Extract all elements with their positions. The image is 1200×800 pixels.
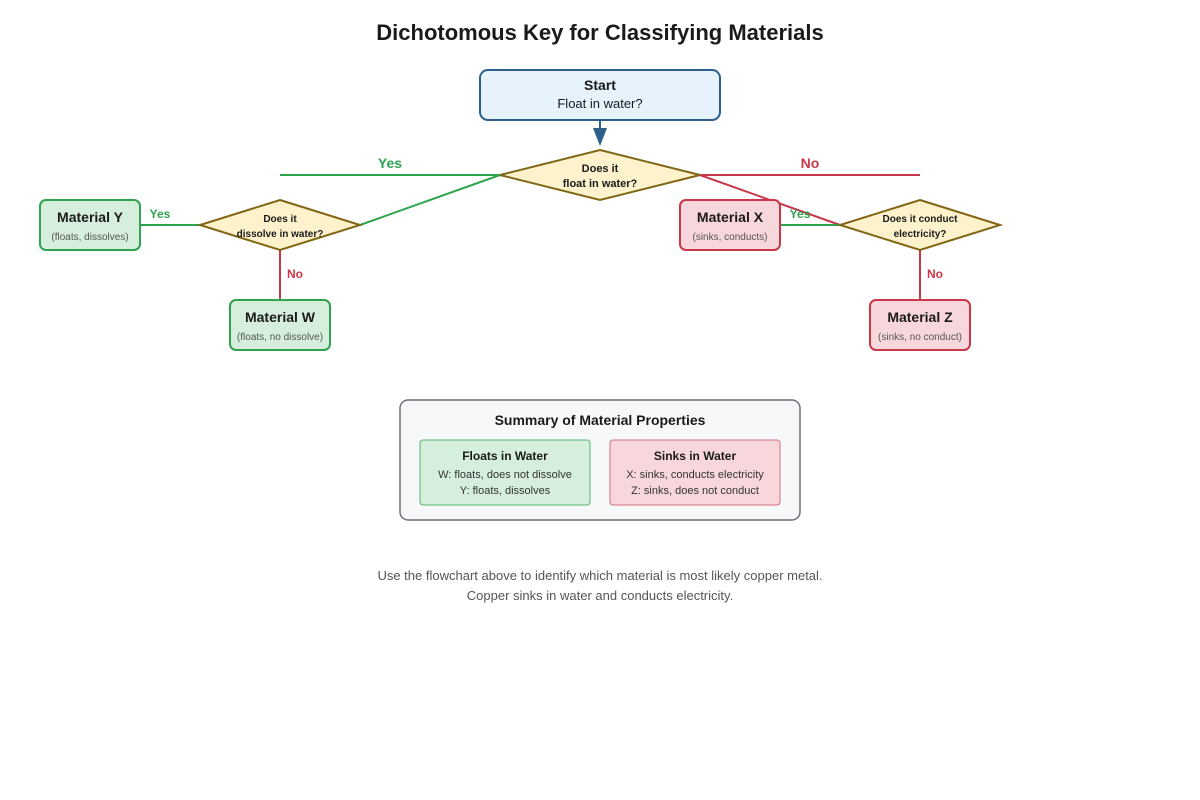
summary-floats-card: Floats in Water W: floats, does not diss… [419, 439, 591, 506]
label-float-yes: Yes [378, 155, 402, 171]
material-x-props: (sinks, conducts) [692, 232, 767, 243]
label-conduct-yes: Yes [790, 207, 811, 221]
start-subtitle: Float in water? [557, 96, 642, 111]
material-w-props: (floats, no dissolve) [237, 332, 323, 343]
summary-sinks-heading: Sinks in Water [654, 449, 737, 463]
decision-conduct-electricity: Does it conduct electricity? [836, 198, 1004, 252]
summary-panel: Summary of Material Properties Floats in… [399, 399, 801, 521]
footer-line2: Copper sinks in water and conducts elect… [467, 588, 733, 603]
material-w-node: Material W (floats, no dissolve) [229, 299, 331, 351]
material-z-props: (sinks, no conduct) [878, 332, 962, 343]
label-conduct-no: No [927, 267, 943, 281]
material-y-props: (floats, dissolves) [51, 232, 128, 243]
start-arrowhead [593, 128, 607, 146]
summary-sinks-line2: Z: sinks, does not conduct [631, 485, 759, 497]
page-title: Dichotomous Key for Classifying Material… [376, 20, 823, 45]
label-dissolve-yes: Yes [150, 207, 171, 221]
decision-conduct-line2: electricity? [894, 229, 947, 240]
float-yes-diagonal [359, 174, 501, 226]
decision-float-line1: Does it [582, 163, 619, 175]
decision-dissolve-in-water: Does it dissolve in water? [196, 198, 364, 252]
label-float-no: No [801, 155, 820, 171]
summary-sinks-card: Sinks in Water X: sinks, conducts electr… [609, 439, 781, 506]
material-z-node: Material Z (sinks, no conduct) [869, 299, 971, 351]
decision-conduct-line1: Does it conduct [882, 214, 958, 225]
summary-floats-heading: Floats in Water [462, 449, 548, 463]
summary-sinks-line1: X: sinks, conducts electricity [626, 469, 764, 481]
summary-floats-line1: W: floats, does not dissolve [438, 469, 572, 481]
material-x-name: Material X [697, 209, 764, 225]
material-x-node: Material X (sinks, conducts) [679, 199, 781, 251]
decision-dissolve-line1: Does it [263, 214, 297, 225]
footer-line1: Use the flowchart above to identify whic… [377, 568, 822, 583]
decision-float-line2: float in water? [563, 178, 638, 190]
summary-title: Summary of Material Properties [495, 412, 706, 428]
material-w-name: Material W [245, 309, 316, 325]
material-y-node: Material Y (floats, dissolves) [39, 199, 141, 251]
summary-floats-line2: Y: floats, dissolves [460, 485, 551, 497]
decision-dissolve-line2: dissolve in water? [237, 229, 324, 240]
material-y-name: Material Y [57, 209, 124, 225]
material-z-name: Material Z [887, 309, 953, 325]
label-dissolve-no: No [287, 267, 303, 281]
decision-float-in-water: Does it float in water? [499, 148, 701, 202]
start-heading: Start [584, 77, 616, 93]
start-node: Start Float in water? [479, 69, 721, 121]
